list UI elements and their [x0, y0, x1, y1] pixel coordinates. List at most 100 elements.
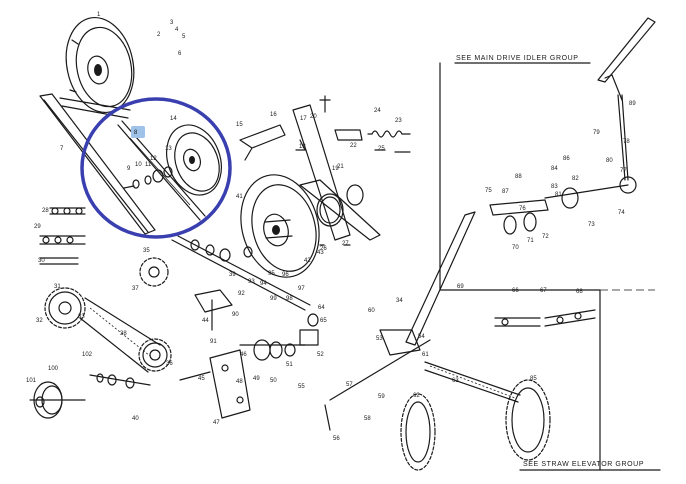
part-number-label: 91: [210, 339, 217, 345]
part-number-label: 54: [418, 334, 425, 340]
tension-arm: [299, 179, 381, 246]
part-number-label: 58: [364, 416, 371, 422]
sprocket-bottom: [400, 393, 436, 471]
part-number-label: 88: [515, 174, 522, 180]
center-shaft: [171, 235, 311, 419]
part-number-label: 40: [132, 416, 139, 422]
part-number-label: 4: [175, 27, 179, 33]
sprocket-right: [505, 379, 551, 461]
part-number-label: 6: [178, 51, 182, 57]
part-number-label: 37: [132, 286, 139, 292]
part-number-label: 27: [342, 241, 349, 247]
part-number-label: 29: [34, 224, 41, 230]
part-number-label: 26: [320, 246, 327, 252]
part-number-label: 45: [198, 376, 205, 382]
part-number-label: 97: [298, 286, 305, 292]
part-number-label: 102: [82, 352, 93, 358]
part-number-label: 21: [337, 164, 344, 170]
drive-belt: [39, 93, 156, 235]
part-number-label: 39: [229, 272, 236, 278]
shift-lever: [597, 17, 656, 194]
part-number-label: 67: [540, 288, 547, 294]
chain-links-right: [494, 309, 596, 327]
part-number-label: 20: [310, 114, 317, 120]
highlight-label: 8: [134, 130, 138, 136]
highlight-circle: [80, 97, 232, 239]
part-number-label: 16: [270, 112, 277, 118]
part-number-label: 90: [232, 312, 239, 318]
part-number-label: 42: [304, 258, 311, 264]
part-number-label: 101: [26, 378, 37, 384]
ref-main-drive-idler: SEE MAIN DRIVE IDLER GROUP: [456, 55, 579, 62]
part-number-label: 22: [350, 143, 357, 149]
part-number-label: 87: [502, 189, 509, 195]
part-number-label: 13: [165, 146, 172, 152]
part-number-label: 79: [593, 130, 600, 136]
part-number-label: 48: [236, 379, 243, 385]
part-number-label: 85: [530, 376, 537, 382]
part-number-label: 57: [346, 382, 353, 388]
part-number-label: 15: [236, 122, 243, 128]
part-number-label: 99: [270, 296, 277, 302]
part-number-label: 35: [143, 248, 150, 254]
part-number-label: 78: [623, 139, 630, 145]
part-number-label: 73: [588, 222, 595, 228]
part-number-label: 83: [551, 184, 558, 190]
part-number-label: 53: [376, 336, 383, 342]
part-number-label: 23: [395, 118, 402, 124]
part-number-label: 41: [236, 194, 243, 200]
part-number-label: 96: [282, 272, 289, 278]
linkage-right: [489, 184, 629, 235]
part-number-label: 81: [555, 192, 562, 198]
part-number-label: 100: [48, 366, 59, 372]
highlight-marker[interactable]: [131, 126, 145, 138]
part-number-label: 3: [170, 20, 174, 26]
part-number-label: 68: [576, 289, 583, 295]
part-number-label: 86: [563, 156, 570, 162]
long-rod: [324, 211, 476, 431]
part-number-label: 11: [145, 162, 152, 168]
part-number-label: 62: [413, 393, 420, 399]
part-number-label: 74: [618, 210, 625, 216]
ref-straw-elevator: SEE STRAW ELEVATOR GROUP: [523, 461, 644, 468]
part-number-label: 44: [202, 318, 209, 324]
part-number-label: 7: [60, 146, 64, 152]
part-number-label: 1: [97, 12, 101, 18]
part-number-label: 60: [368, 308, 375, 314]
part-number-label: 50: [270, 378, 277, 384]
spring: [367, 130, 411, 153]
part-number-label: 95: [268, 271, 275, 277]
part-number-label: 71: [527, 238, 534, 244]
part-number-label: 32: [36, 318, 43, 324]
part-number-label: 92: [238, 291, 245, 297]
part-number-label: 76: [519, 206, 526, 212]
part-number-label: 98: [286, 296, 293, 302]
part-number-label: 84: [551, 166, 558, 172]
chain-right: [424, 361, 521, 403]
part-number-label: 30: [38, 258, 45, 264]
part-number-label: 24: [374, 108, 381, 114]
part-number-label: 93: [248, 279, 255, 285]
large-pulley-center: [240, 174, 320, 278]
part-number-label: 12: [150, 156, 157, 162]
part-number-label: 77: [620, 168, 627, 174]
part-number-label: 47: [213, 420, 220, 426]
part-number-label: 55: [298, 384, 305, 390]
hub-bottom-left: [29, 381, 86, 419]
part-number-label: 34: [396, 298, 403, 304]
part-number-label: 56: [333, 436, 340, 442]
part-number-label: 10: [135, 162, 142, 168]
part-number-label: 9: [127, 166, 131, 172]
part-number-label: 72: [542, 234, 549, 240]
part-number-label: 66: [512, 288, 519, 294]
part-number-label: 80: [606, 158, 613, 164]
part-number-label: 82: [572, 176, 579, 182]
idler-arm-top: [239, 95, 363, 241]
chain-links-left: [39, 207, 86, 265]
part-number-label: 31: [54, 284, 61, 290]
part-number-label: 17: [300, 116, 307, 122]
part-number-label: 70: [512, 245, 519, 251]
part-number-label: 38: [120, 331, 127, 337]
